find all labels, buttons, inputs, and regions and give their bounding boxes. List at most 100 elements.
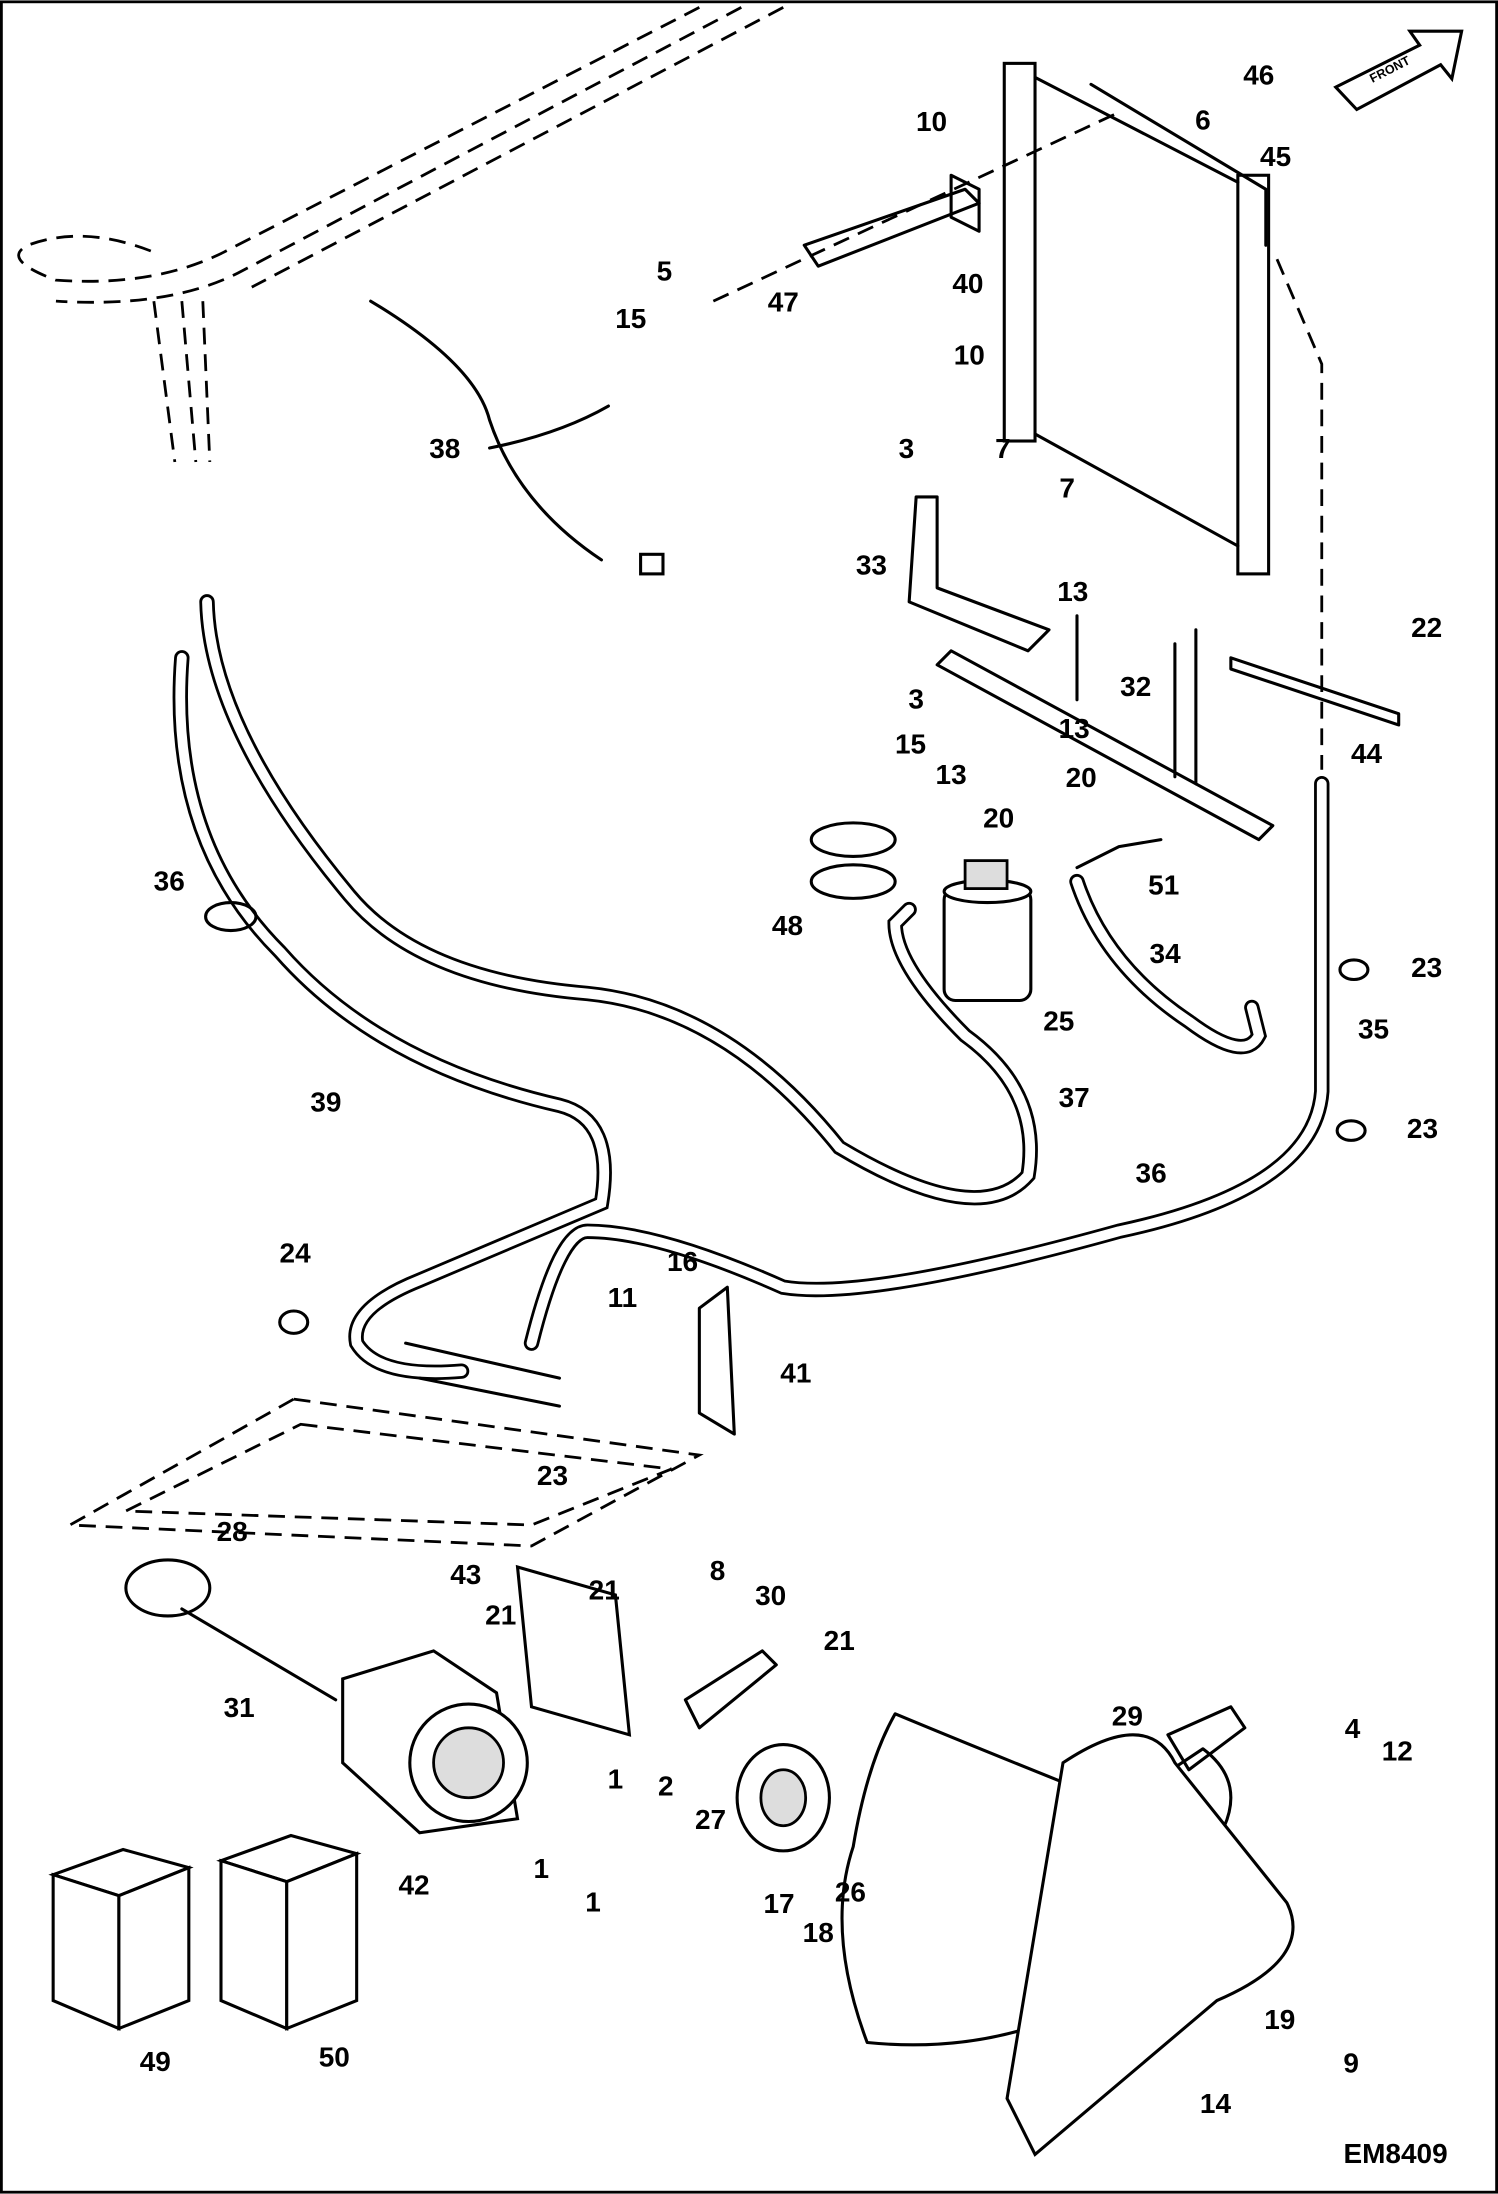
condenser: [1002, 61, 1324, 770]
callout: 20: [1066, 762, 1097, 793]
callout: 15: [615, 303, 646, 334]
callout: 41: [780, 1358, 811, 1389]
callout: 36: [154, 865, 185, 896]
hose-35: [523, 776, 1330, 1351]
callouts: 46 6 45 10 40 5 15 47 10 38 3 7 7 33 13 …: [140, 60, 1443, 2119]
callout: 28: [217, 1516, 248, 1547]
callout: 31: [224, 1692, 255, 1723]
callout: 22: [1411, 612, 1442, 643]
callout: 2: [658, 1770, 674, 1801]
pressure-switch: [1075, 838, 1163, 870]
callout: 9: [1343, 2047, 1359, 2078]
callout: 21: [824, 1625, 855, 1656]
connector: [639, 552, 665, 576]
callout: 10: [916, 106, 947, 137]
callout: 29: [1112, 1700, 1143, 1731]
callout: 49: [140, 2046, 171, 2077]
hose-34: [1069, 873, 1267, 1055]
callout: 7: [995, 433, 1011, 464]
harness-38-branch: [488, 404, 610, 450]
leader-dash: [125, 1422, 672, 1527]
callout: 5: [657, 256, 673, 287]
callout: 3: [899, 433, 915, 464]
callout: 35: [1358, 1014, 1389, 1045]
callout: 51: [1148, 870, 1179, 901]
front-arrow-icon: FRONT: [1333, 29, 1464, 112]
hose-37: [199, 594, 1038, 1206]
callout: 6: [1195, 105, 1211, 136]
callout: 13: [1057, 576, 1088, 607]
leader-dash: [712, 111, 1120, 303]
callout: 15: [895, 728, 926, 759]
callout: 44: [1351, 738, 1383, 769]
callout: 13: [936, 759, 967, 790]
clamp-ring: [809, 863, 897, 900]
callout: 23: [1411, 952, 1442, 983]
callout: 4: [1345, 1713, 1361, 1744]
callout: 48: [772, 910, 803, 941]
bracket-41: [697, 1285, 736, 1436]
hose-31: [180, 1607, 338, 1702]
callout: 50: [319, 2042, 350, 2073]
callout: 39: [310, 1086, 341, 1117]
callout: 26: [835, 1877, 866, 1908]
callout: 40: [952, 268, 983, 299]
receiver-drier: [942, 859, 1033, 1003]
callout: 8: [710, 1555, 726, 1586]
callout: 21: [485, 1600, 516, 1631]
callout: 17: [764, 1888, 795, 1919]
callout: 20: [983, 802, 1014, 833]
callout: 19: [1264, 2004, 1295, 2035]
callout: 25: [1043, 1005, 1074, 1036]
drawing-code: EM8409: [1343, 2138, 1447, 2169]
callout: 3: [908, 684, 924, 715]
belt-shield: [1005, 1733, 1295, 2157]
callout: 38: [429, 433, 460, 464]
callout: 45: [1260, 141, 1291, 172]
tie-strap: [204, 901, 258, 933]
callout: 12: [1382, 1735, 1413, 1766]
clamp-ring: [809, 821, 897, 858]
cab-outline: [17, 6, 784, 463]
callout: 43: [450, 1559, 481, 1590]
hose-fittings: [404, 1341, 562, 1408]
callout: 36: [1136, 1158, 1167, 1189]
hose-39: [172, 650, 612, 1380]
clamp-23: [1335, 1119, 1367, 1142]
kit-box-49: [48, 1847, 194, 2031]
callout: 42: [398, 1870, 429, 1901]
callout: 1: [608, 1763, 624, 1794]
callout: 14: [1200, 2088, 1232, 2119]
callout: 30: [755, 1580, 786, 1611]
shield-bracket: [1166, 1705, 1247, 1772]
callout: 46: [1243, 60, 1274, 91]
callout: 32: [1120, 671, 1151, 702]
callout: 10: [954, 339, 985, 370]
callout: 23: [1407, 1113, 1438, 1144]
bracket-43: [515, 1564, 632, 1737]
clamp-23: [1338, 958, 1370, 982]
kit-box-50: [216, 1833, 362, 2031]
callout: 33: [856, 549, 887, 580]
clamp-28: [124, 1558, 212, 1618]
callout: 24: [280, 1237, 312, 1268]
bracket-40: [949, 173, 981, 233]
leader-dash: [64, 1397, 704, 1548]
harness-38: [369, 299, 603, 562]
clamp-24: [278, 1309, 310, 1335]
callout: 47: [768, 286, 799, 317]
callout: 16: [667, 1246, 698, 1277]
callout: 7: [1059, 472, 1075, 503]
callout: 1: [534, 1853, 550, 1884]
callout: 23: [537, 1460, 568, 1491]
callout: 27: [695, 1804, 726, 1835]
idler-pulley: [683, 1649, 831, 1853]
callout: 34: [1150, 938, 1182, 969]
callout: 1: [585, 1886, 601, 1917]
compressor: [341, 1649, 529, 1835]
callout: 11: [608, 1282, 638, 1313]
callout: 18: [803, 1917, 834, 1948]
